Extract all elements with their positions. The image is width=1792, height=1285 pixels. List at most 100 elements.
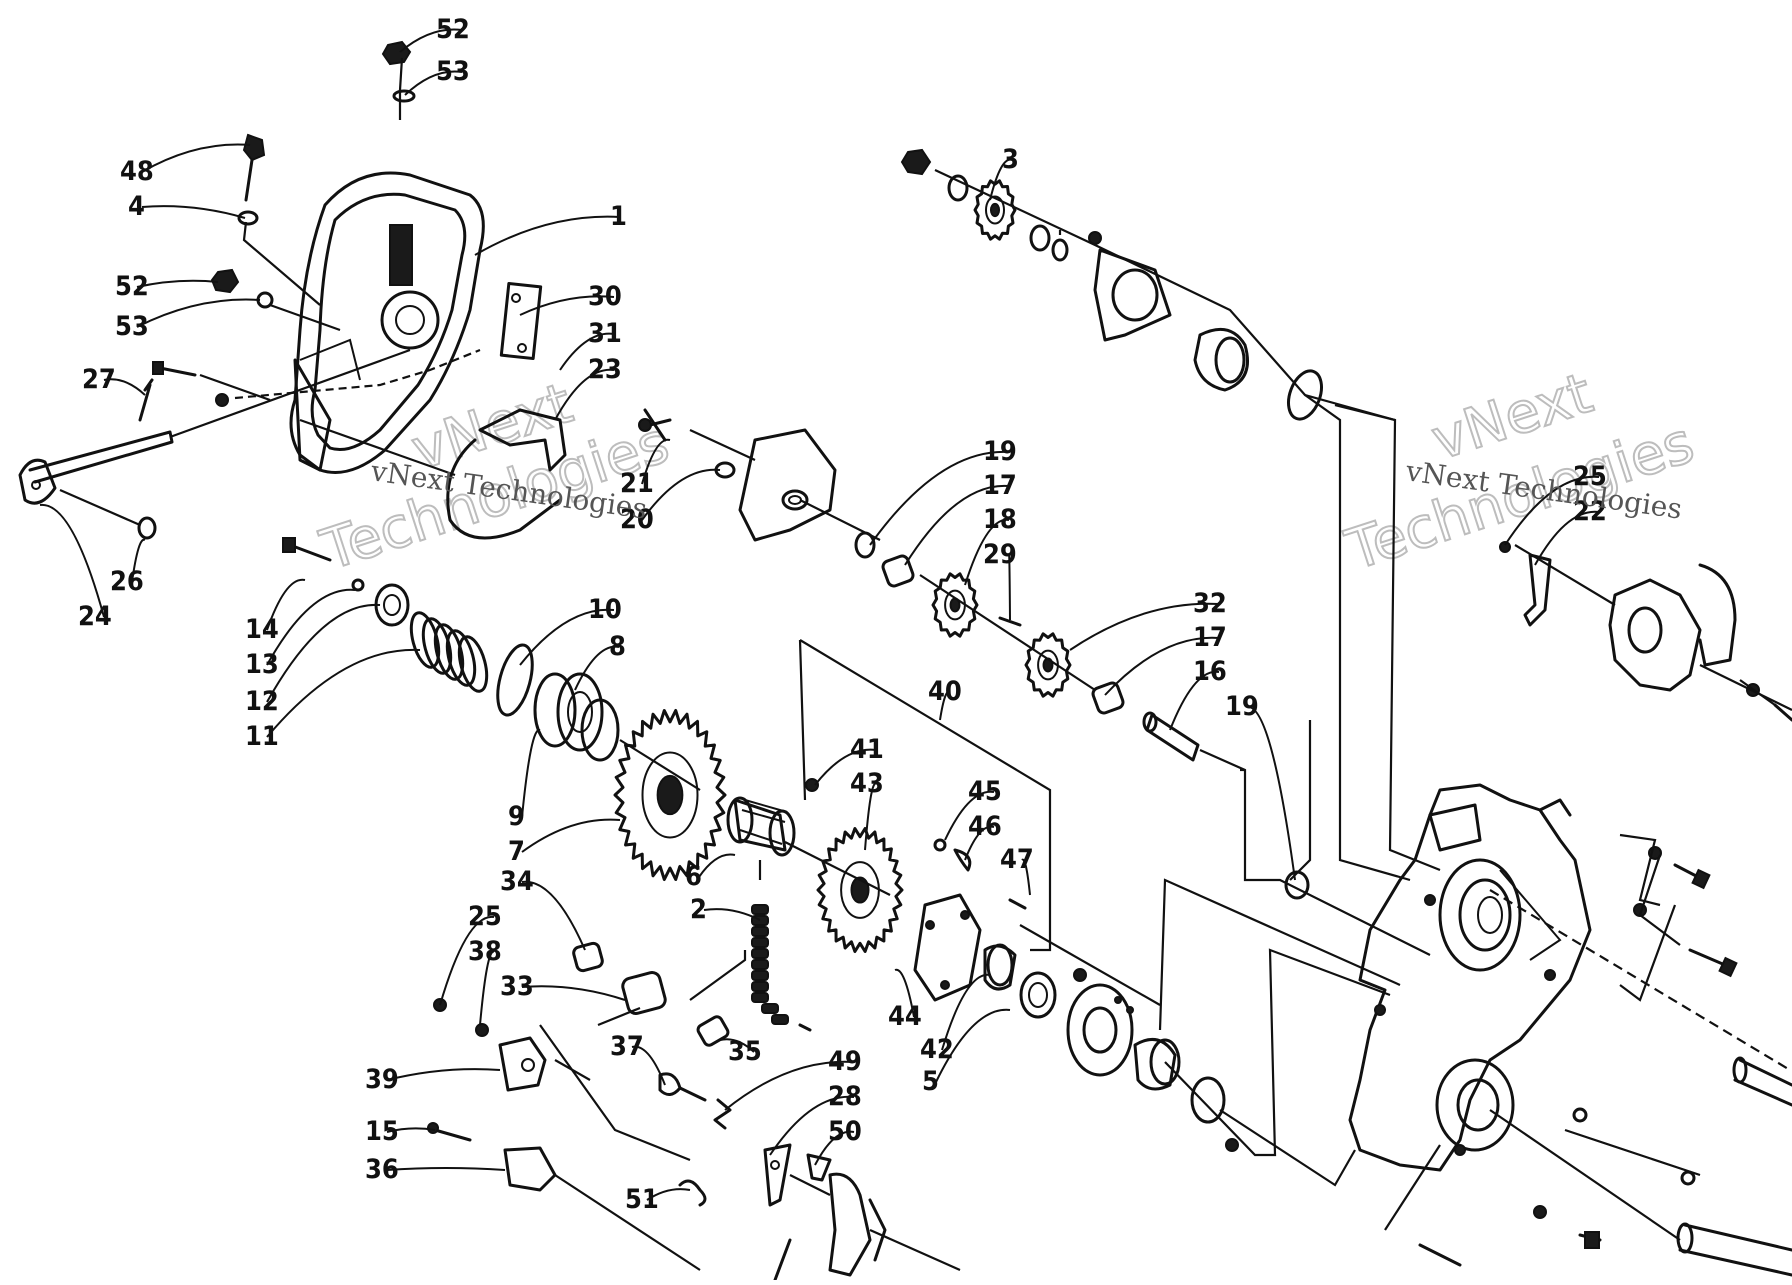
leader-line [941,973,991,1051]
leader-line [939,690,951,721]
brake-housing-part [1499,541,1792,722]
callout-number: 48 [120,156,154,187]
tensioner-parts [427,941,887,1282]
callout-number: 10 [588,594,622,625]
hub-bearing-parts [913,893,1239,1152]
leader-line [386,1127,436,1133]
callout-1: 1 [474,201,627,256]
leader-line [131,538,146,583]
callout-number: 17 [1193,622,1227,653]
leader-line [1504,475,1600,546]
callout-50: 50 [814,1116,862,1166]
leader-line [521,818,621,853]
leader-line [266,648,421,738]
callout-number: 30 [588,281,622,312]
leader-line [136,279,219,288]
callout-number: 21 [620,468,654,499]
leader-line [519,608,615,666]
leader-line [1169,670,1220,731]
leader-line [1008,553,1011,621]
callout-31: 31 [559,318,622,371]
callout-2: 2 [690,894,761,925]
callout-5: 5 [922,1008,1011,1097]
callout-number: 36 [365,1154,399,1185]
assembly-axis-lines [59,57,1792,1272]
leader-line [386,1167,506,1171]
callout-35: 35 [719,1036,762,1067]
leader-line [521,880,586,951]
callout-number: 53 [436,56,470,87]
callout-17: 17 [904,470,1017,566]
callout-43: 43 [850,768,884,851]
callout-number: 19 [983,436,1017,467]
leader-line [719,1038,755,1053]
callout-number: 17 [983,470,1017,501]
callout-number: 9 [508,801,525,832]
upper-bearing-bracket-part [738,428,837,542]
callout-number: 15 [365,1116,399,1147]
parts-45-47 [933,838,1027,910]
leader-line [1069,602,1220,651]
callout-23: 23 [554,354,622,421]
shift-shaft-part [18,378,174,540]
leader-line [631,1045,666,1086]
callout-44: 44 [888,968,922,1032]
callout-number: 49 [828,1046,862,1077]
callout-number: 31 [588,318,622,349]
bolt-cover-part [152,361,229,407]
callout-number: 40 [928,676,962,707]
leader-line [964,518,1010,586]
upper-shaft-parts [900,148,1323,421]
leader-line [479,950,495,1026]
leader-line [698,853,736,878]
callout-number: 18 [983,504,1017,535]
leader-line [646,1188,691,1201]
callout-number: 33 [500,971,534,1002]
callout-number: 43 [850,768,884,799]
callout-34: 34 [500,866,586,951]
large-sprocket-7-part [613,709,727,881]
callout-number: 32 [1193,588,1227,619]
callout-number: 44 [888,1001,922,1032]
callout-46: 46 [964,811,1002,861]
callout-number: 8 [609,631,626,662]
callout-number: 12 [245,686,279,717]
leader-line [559,332,615,371]
callout-number: 41 [850,734,884,765]
leader-line [989,158,1013,201]
leader-line [1104,636,1220,696]
callout-27: 27 [82,364,146,396]
callout-49: 49 [724,1046,862,1111]
leader-line [519,295,615,316]
leader-line [769,1095,855,1156]
callout-19: 19 [1225,691,1296,881]
leader-line [641,468,721,521]
leader-line [554,368,615,421]
leader-line [814,748,877,786]
callout-36: 36 [365,1154,506,1185]
callout-number: 52 [115,271,149,302]
callout-18: 18 [964,504,1017,586]
callout-number: 47 [1000,844,1034,875]
callout-number: 16 [1193,656,1227,687]
leader-line [399,28,463,53]
nut-52-top-part [381,40,416,103]
callout-number: 7 [508,836,525,867]
callout-number: 35 [728,1036,762,1067]
leader-line [386,1068,501,1081]
callout-number: 6 [685,861,702,892]
callout-number: 19 [1225,691,1259,722]
callout-16: 16 [1169,656,1227,731]
leader-line [964,825,995,861]
callout-38: 38 [468,936,502,1026]
callout-53: 53 [404,56,470,96]
leader-line [641,438,671,485]
callout-20: 20 [620,468,721,535]
callout-25: 25 [439,901,502,1006]
chain-2-part [751,904,812,1032]
callout-number: 5 [922,1066,939,1097]
callout-10: 10 [519,594,622,666]
callout-number: 37 [610,1031,644,1062]
